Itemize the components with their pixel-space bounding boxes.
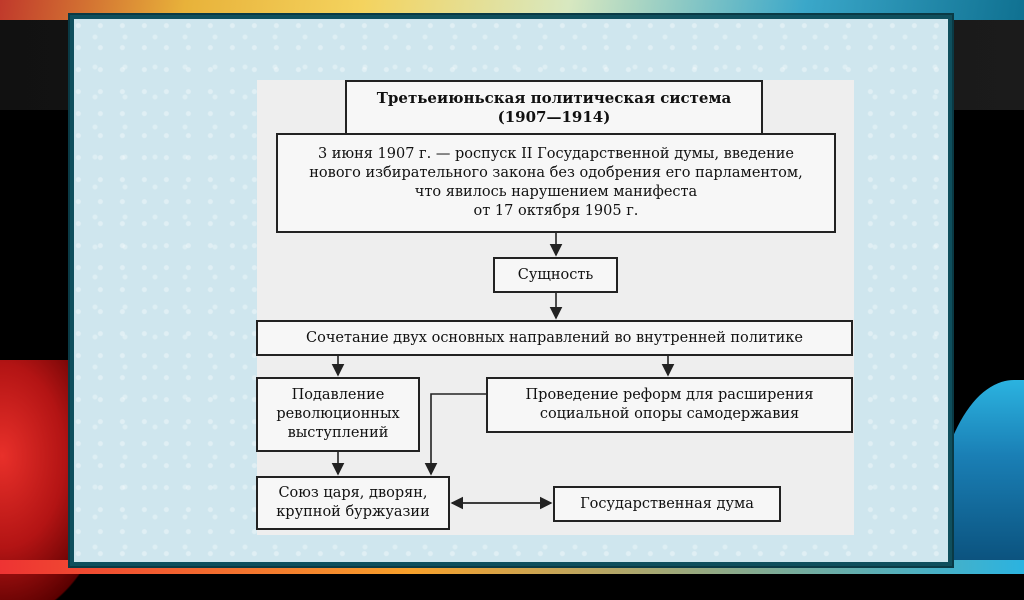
union-line-2: крупной буржуазии: [276, 503, 430, 522]
duma-box: Государственная дума: [553, 486, 781, 522]
reforms-box: Проведение реформ для расширения социаль…: [486, 377, 853, 433]
title-line-1: Третьеиюньская политическая система: [377, 89, 731, 108]
suppression-box: Подавление революционных выступлений: [256, 377, 420, 452]
duma-label: Государственная дума: [580, 495, 754, 514]
event-line-1: 3 июня 1907 г. — роспуск II Государствен…: [309, 145, 802, 164]
title-box: Третьеиюньская политическая система (190…: [345, 80, 763, 134]
reforms-line-1: Проведение реформ для расширения: [526, 386, 814, 405]
combination-label: Сочетание двух основных направлений во в…: [306, 329, 803, 348]
suppression-line-3: выступлений: [276, 424, 399, 443]
suppression-line-2: революционных: [276, 405, 399, 424]
union-box: Союз царя, дворян, крупной буржуазии: [256, 476, 450, 530]
event-box: 3 июня 1907 г. — роспуск II Государствен…: [276, 133, 836, 233]
essence-label: Сущность: [518, 266, 594, 285]
essence-box: Сущность: [493, 257, 618, 293]
event-line-3: что явилось нарушением манифеста: [309, 183, 802, 202]
event-line-4: от 17 октября 1905 г.: [309, 202, 802, 221]
suppression-line-1: Подавление: [276, 386, 399, 405]
event-line-2: нового избирательного закона без одобрен…: [309, 164, 802, 183]
title-line-2: (1907—1914): [377, 108, 731, 127]
combination-box: Сочетание двух основных направлений во в…: [256, 320, 853, 356]
reforms-line-2: социальной опоры самодержавия: [526, 405, 814, 424]
union-line-1: Союз царя, дворян,: [276, 484, 430, 503]
